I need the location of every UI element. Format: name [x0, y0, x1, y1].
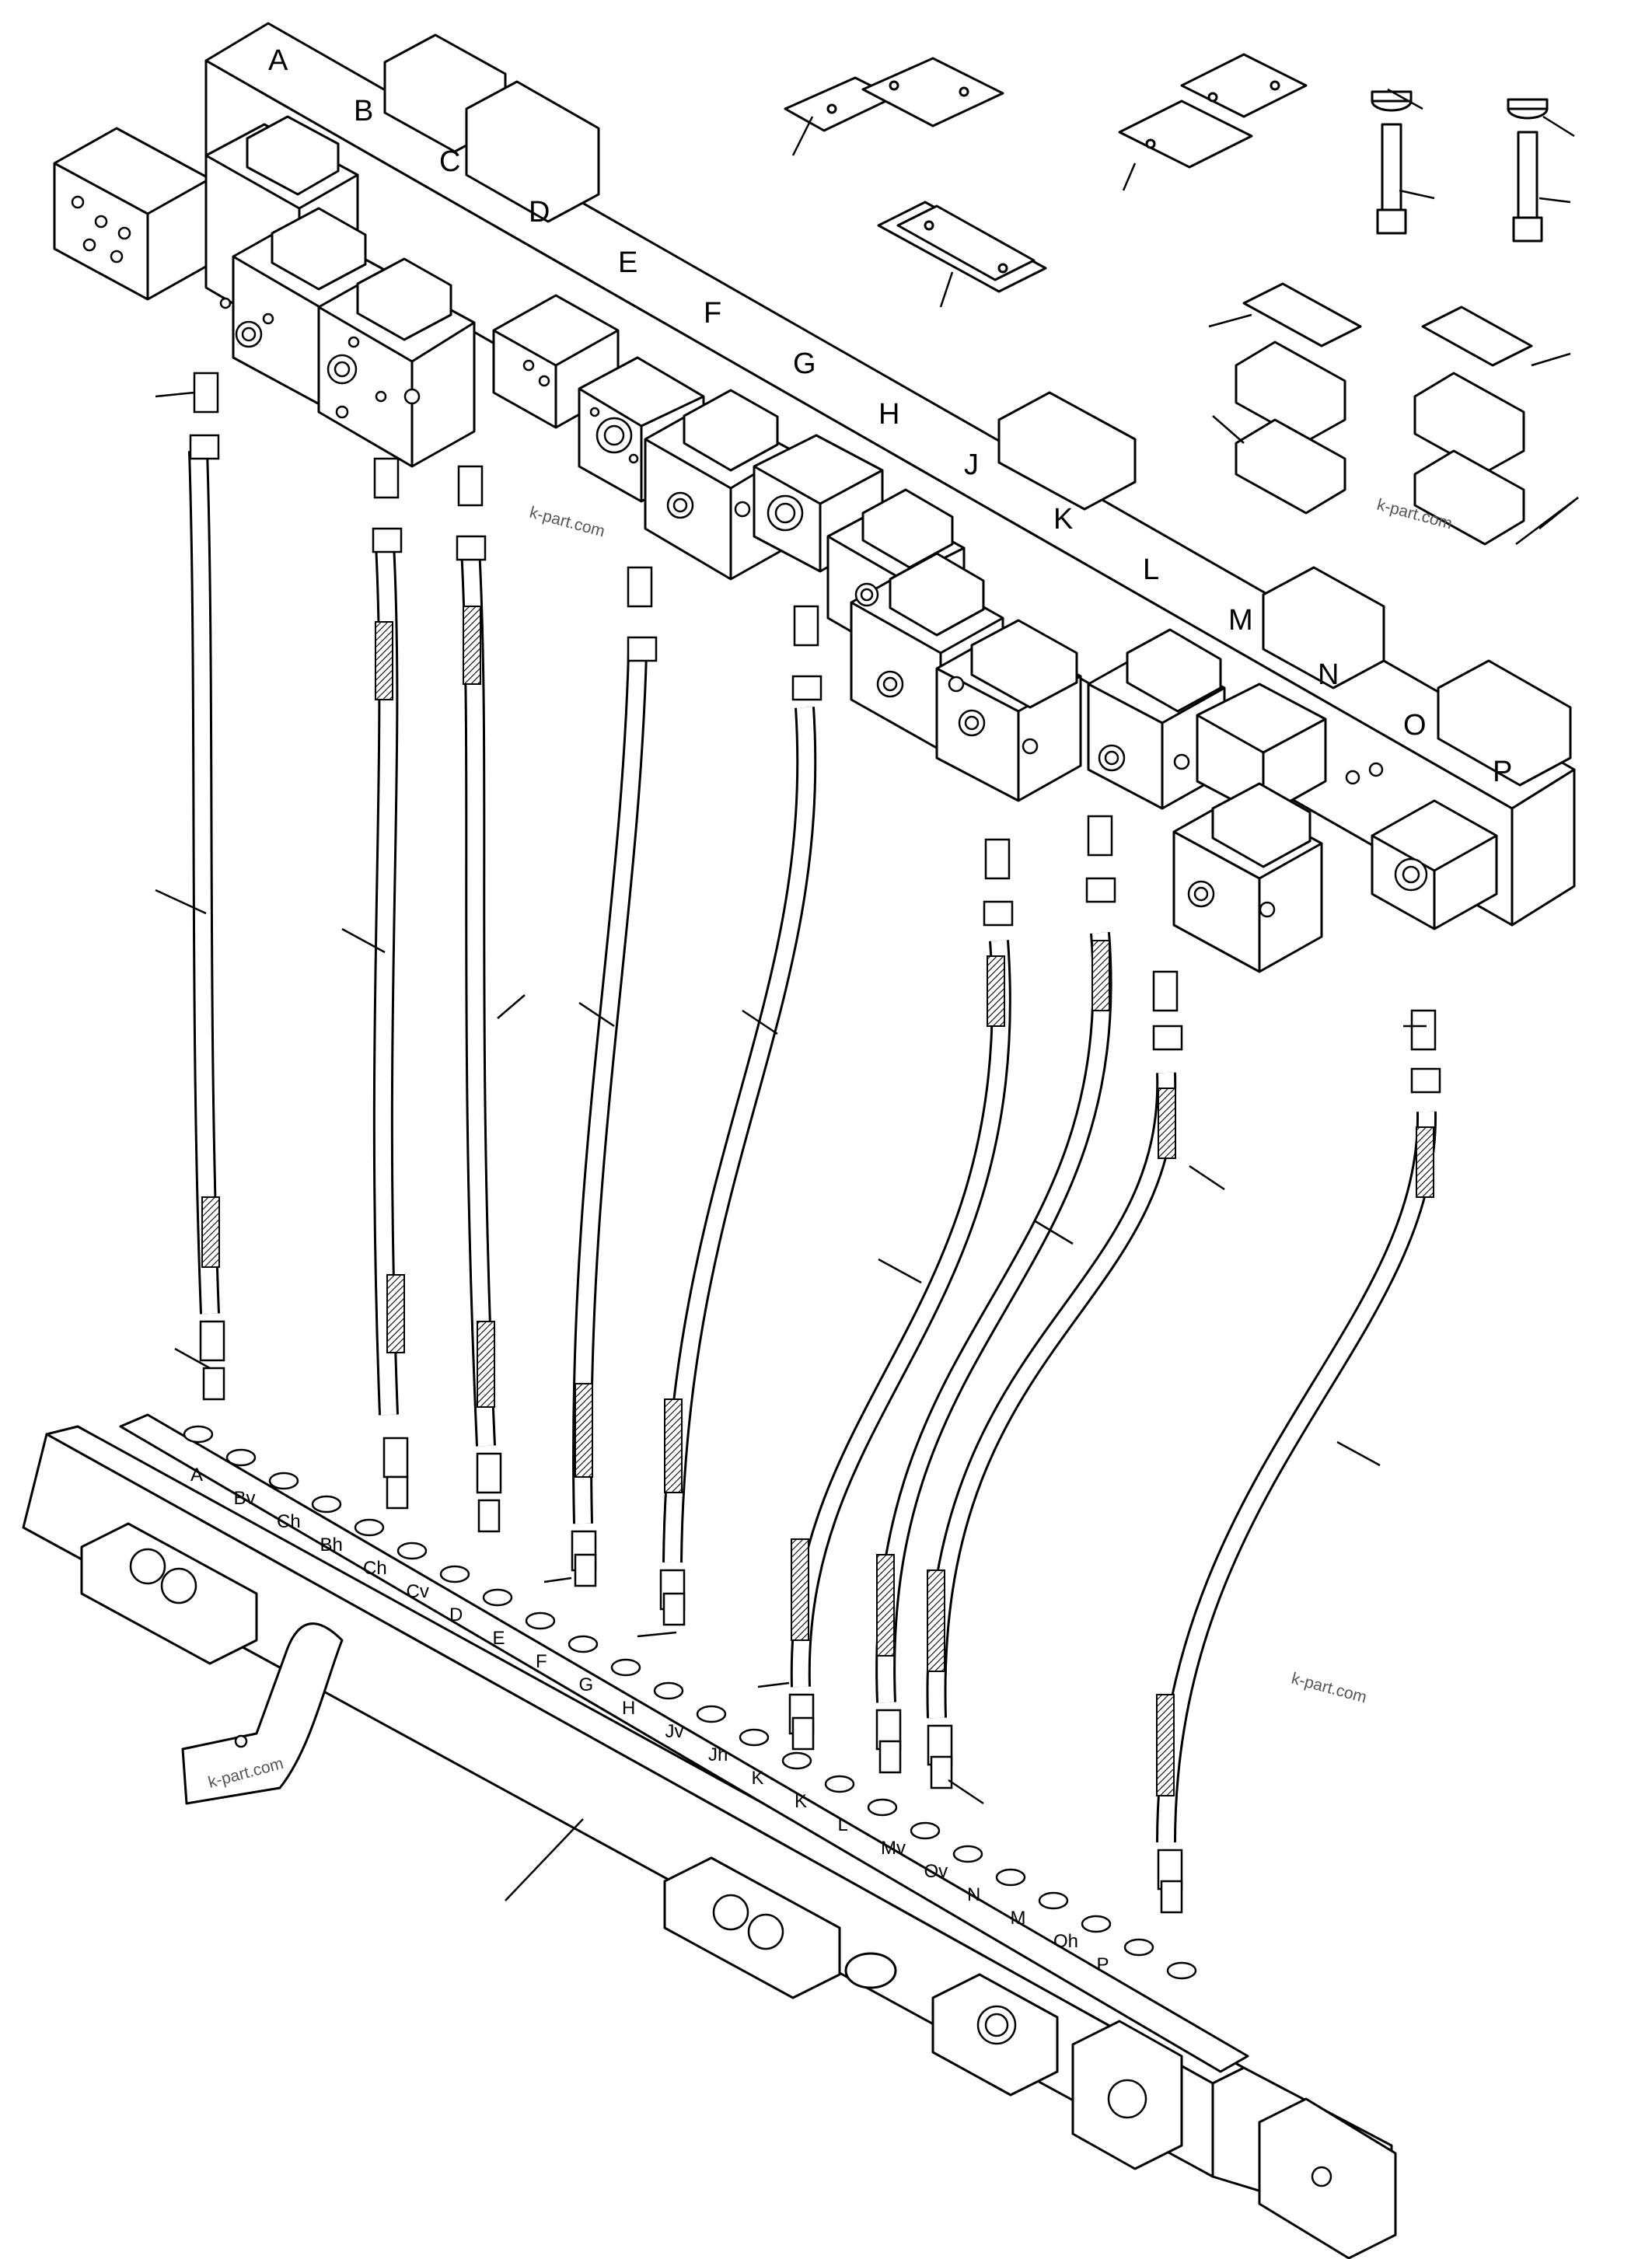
valve-manifold-bar — [204, 22, 1576, 927]
port-label: Mv — [881, 1838, 906, 1859]
port-label: Jh — [708, 1744, 728, 1765]
port-label: N — [967, 1884, 980, 1905]
port-label: P — [1097, 1954, 1109, 1975]
port-label: D — [449, 1604, 463, 1625]
block-label-c: C — [439, 145, 460, 178]
block-port-holes — [71, 195, 1428, 918]
block-label-a: A — [268, 44, 288, 77]
port-label: Oh — [1053, 1931, 1078, 1952]
block-labels: A B C D E F G H J K L M N O P — [268, 44, 1512, 788]
block-label-f: F — [704, 297, 721, 330]
port-label: F — [536, 1651, 547, 1672]
block-label-o: O — [1403, 709, 1427, 742]
block-label-p: P — [1493, 756, 1512, 788]
block-label-d: D — [529, 196, 550, 229]
lower-bar-port-holes — [129, 1425, 1332, 2187]
hose-fittings — [189, 372, 1441, 1914]
valve-blocks — [53, 33, 1572, 973]
port-label: K — [795, 1791, 807, 1812]
block-label-h: H — [878, 398, 899, 431]
block-label-m: M — [1228, 604, 1253, 637]
watermark: k-part.com — [1290, 1670, 1369, 1707]
block-label-j: J — [964, 449, 979, 481]
port-label: E — [493, 1628, 505, 1649]
port-label: Bh — [320, 1535, 343, 1555]
block-label-k: K — [1053, 503, 1073, 536]
port-label: Ov — [924, 1861, 948, 1882]
block-label-g: G — [793, 347, 816, 380]
port-label: A — [190, 1465, 203, 1486]
watermark: k-part.com — [528, 504, 607, 541]
port-label: Cv — [407, 1581, 429, 1602]
port-label: Jv — [665, 1721, 684, 1742]
port-label: Bv — [234, 1488, 256, 1509]
lower-manifold-bar — [22, 1413, 1397, 2259]
port-label: G — [579, 1674, 594, 1695]
leader-lines — [155, 88, 1579, 1901]
port-label: K — [752, 1768, 764, 1789]
hose-braided-sections — [201, 606, 1434, 1796]
port-label: H — [622, 1698, 635, 1719]
port-label: M — [1011, 1908, 1026, 1929]
block-label-n: N — [1318, 658, 1339, 691]
port-label: Ch — [277, 1511, 301, 1532]
block-label-l: L — [1143, 553, 1159, 586]
block-label-b: B — [354, 95, 373, 127]
block-label-e: E — [618, 246, 637, 279]
port-label: Ch — [363, 1558, 387, 1579]
port-label: L — [838, 1814, 848, 1835]
